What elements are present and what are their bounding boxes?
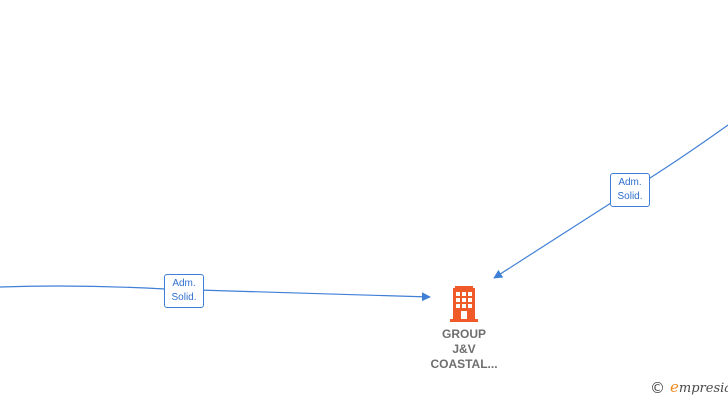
left-edge-label-line1: Adm. — [172, 278, 196, 289]
company-name[interactable]: GROUP J&V COASTAL... — [419, 327, 509, 372]
watermark: © empresia — [650, 378, 728, 398]
left-edge-line[interactable] — [0, 285, 431, 302]
left-edge-label[interactable]: Adm. Solid. — [164, 274, 204, 308]
company-name-line2: J&V — [452, 342, 476, 356]
building-icon — [450, 286, 478, 322]
left-edge-label-line2: Solid. — [171, 292, 197, 303]
copyright-icon: © — [650, 379, 665, 397]
right-edge-label-line2: Solid. — [617, 191, 643, 202]
brand-initial: e — [670, 378, 679, 396]
brand-name: mpresia — [678, 381, 728, 396]
right-edge-line[interactable] — [493, 124, 728, 279]
company-node[interactable]: GROUP J&V COASTAL... — [419, 286, 509, 372]
right-edge-label[interactable]: Adm. Solid. — [610, 173, 650, 207]
brand-logo: empresia — [670, 377, 728, 399]
company-name-line1: GROUP — [441, 327, 486, 341]
right-edge-label-line1: Adm. — [618, 177, 642, 188]
company-name-line3: COASTAL... — [430, 357, 498, 371]
